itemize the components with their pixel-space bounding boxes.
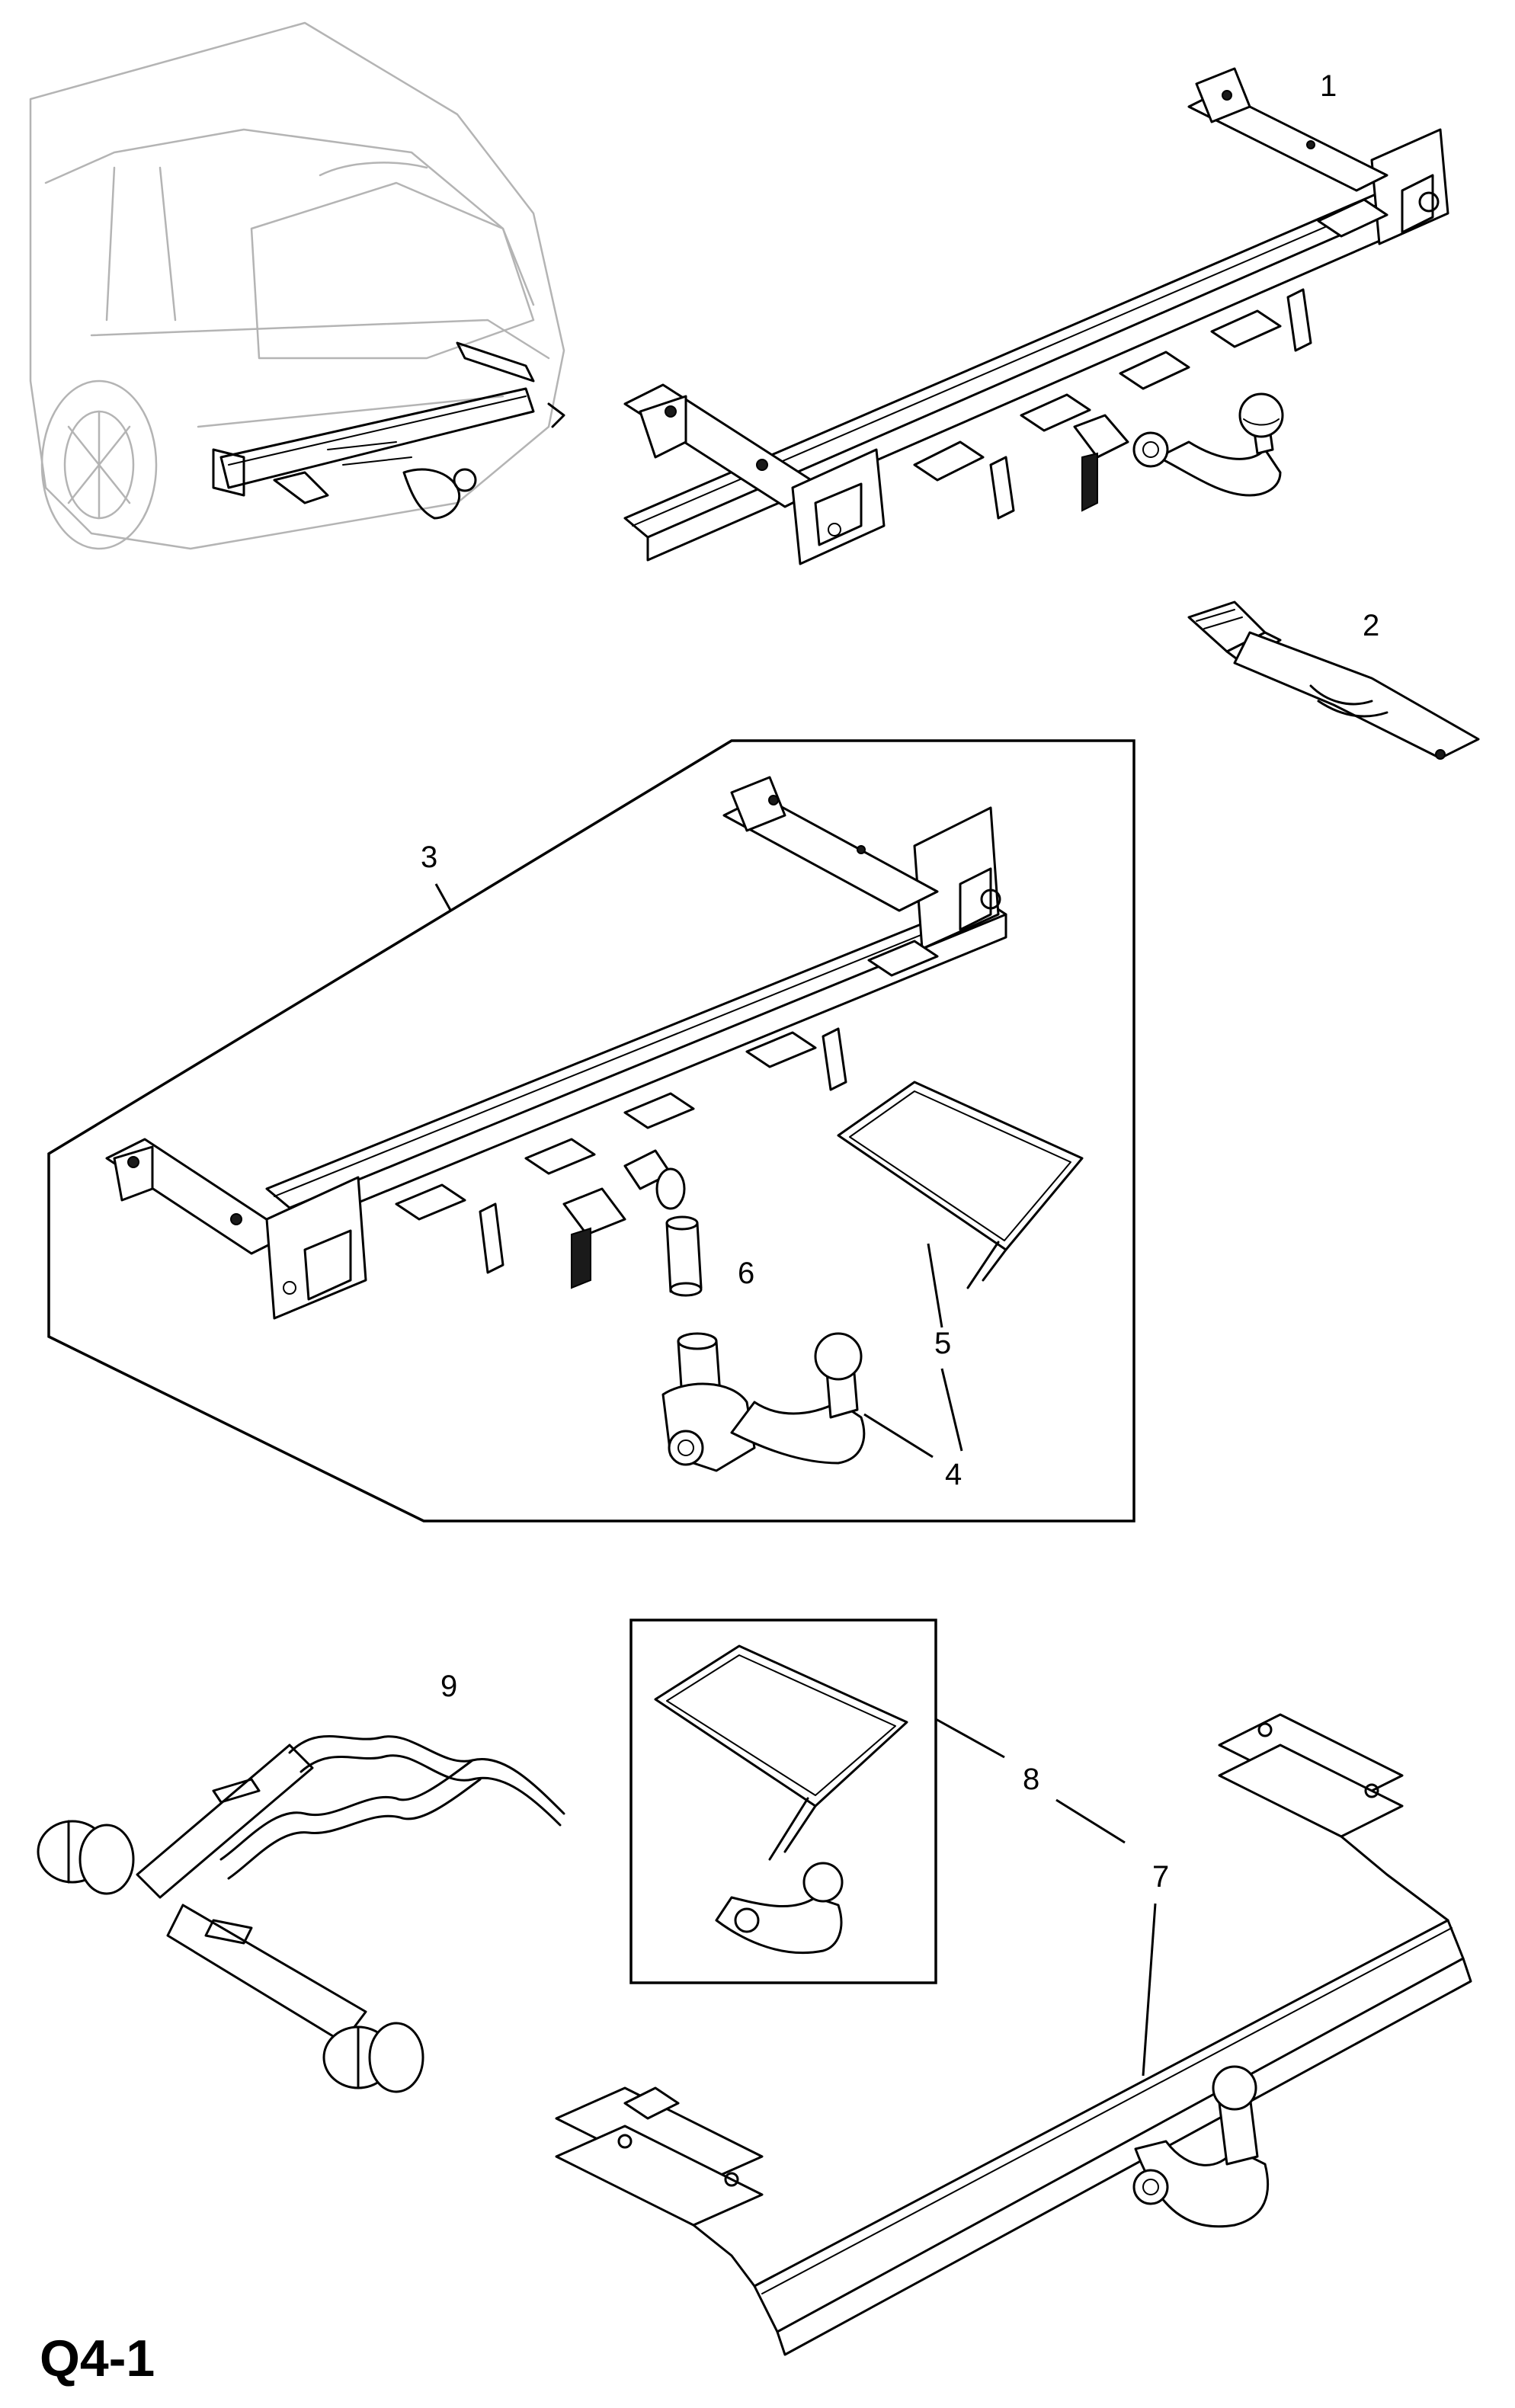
- tow-ball-neck-4: [661, 1332, 866, 1472]
- callout-2: 2: [1363, 609, 1379, 642]
- callout-8: 8: [1023, 1763, 1039, 1796]
- callout-5: 5: [934, 1327, 951, 1360]
- leader-7: [1142, 1903, 1157, 2077]
- callout-labels: 1 2 3 4 5 6 7 8 9: [421, 69, 1379, 1894]
- fixed-towbar-7: [555, 1713, 1472, 2356]
- leader-5a: [927, 1243, 943, 1328]
- bag-5: [837, 1081, 1084, 1289]
- inset-bag-8: [654, 1644, 908, 1861]
- leader-lines: [434, 883, 1157, 2077]
- leader-4: [863, 1413, 934, 1459]
- strap-2: [1187, 600, 1480, 760]
- inset-frame-8: [629, 1619, 937, 1984]
- cable-harness-9: [37, 1735, 565, 2093]
- vehicle-rear-illustration: [29, 21, 565, 550]
- callout-7: 7: [1152, 1860, 1169, 1894]
- sleeve-6: [665, 1215, 703, 1297]
- callout-3: 3: [421, 841, 437, 874]
- leader-8b: [1055, 1798, 1126, 1844]
- kit-frame-3: [47, 739, 1135, 1523]
- page-code: Q4-1: [40, 2330, 155, 2387]
- leader-3: [434, 883, 453, 912]
- inset-ball-neck-8: [715, 1862, 844, 1955]
- callout-1: 1: [1320, 69, 1337, 103]
- callout-4: 4: [945, 1458, 962, 1491]
- callout-9: 9: [440, 1670, 457, 1703]
- leader-8a: [935, 1718, 1005, 1759]
- crossmember-assembly-1: [623, 67, 1449, 565]
- crossmember-kit-3: [105, 776, 1007, 1320]
- callout-6: 6: [738, 1257, 754, 1290]
- leader-5b: [940, 1368, 963, 1452]
